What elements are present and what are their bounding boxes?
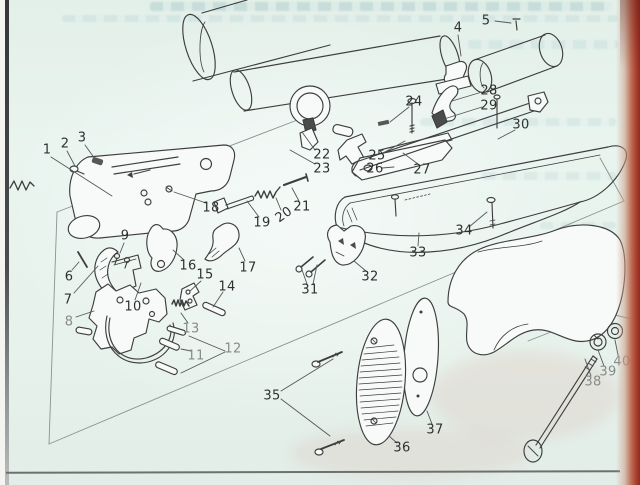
breech-brackets: [299, 119, 453, 181]
pin-14: [202, 301, 226, 317]
barrel-ring-lug: [289, 85, 354, 137]
magazine-cap: [467, 32, 564, 94]
bolt-and-firing-pin: [213, 173, 309, 214]
pin-12a: [166, 325, 187, 336]
front-sight-pin: [512, 18, 521, 31]
bleedthrough-text-row: [150, 2, 612, 11]
bleedthrough-text-row: [482, 172, 616, 180]
forend-cap: [327, 224, 366, 266]
lifter: [146, 224, 178, 272]
loose-spring: [9, 180, 35, 191]
page-left-margin: [0, 0, 5, 485]
trigger-plate: [75, 283, 187, 376]
spring-13: [171, 299, 190, 307]
page-right-edge: [616, 0, 640, 485]
pin-12b: [155, 361, 178, 376]
cap-screws: [295, 256, 326, 278]
bracket-10: [111, 254, 142, 291]
receiver: [9, 144, 236, 239]
stock-bolt: [523, 355, 598, 463]
trigger-guard-bow: [108, 317, 172, 360]
page-binding-line: [5, 0, 9, 485]
paper-stain: [430, 350, 620, 440]
trigger-group: [77, 222, 240, 317]
buttstock: [447, 224, 626, 356]
trigger: [204, 222, 240, 262]
forend: [334, 145, 627, 253]
butt-plate-screws: [311, 351, 345, 456]
barrel: [182, 0, 472, 112]
pin-6: [77, 251, 88, 268]
butt-plate: [355, 318, 407, 446]
pin-11: [158, 337, 180, 351]
forend-screw-head: [486, 196, 496, 204]
page-right-edge-shadow: [620, 0, 640, 70]
hanger-hook: [431, 85, 459, 129]
bleedthrough-text-row: [420, 118, 616, 126]
firing-pin-rod: [282, 175, 308, 187]
bleedthrough-text-row: [468, 40, 618, 49]
wedge-part: [431, 109, 448, 129]
bleedthrough-text-row: [62, 15, 618, 22]
stock-butt-face: [402, 297, 440, 417]
recoil-spring: [254, 186, 281, 199]
leader-lines: [50, 20, 619, 444]
